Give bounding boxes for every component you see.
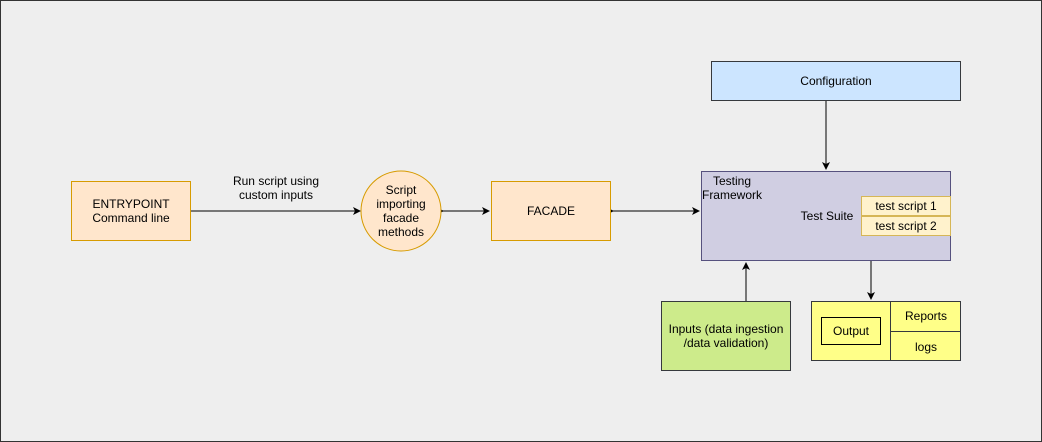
script-node-label: Script importing facade methods bbox=[361, 183, 441, 239]
run-script-edge-label: Run script using custom inputs bbox=[216, 174, 336, 202]
test-script-2[interactable]: test script 2 bbox=[861, 216, 951, 236]
facade-node[interactable]: FACADE bbox=[491, 181, 611, 241]
configuration-label: Configuration bbox=[800, 74, 872, 88]
testing-framework-title: Testing Framework bbox=[699, 174, 765, 202]
reports-logs-divider bbox=[891, 331, 961, 332]
script-label-line1: Script bbox=[385, 183, 417, 197]
reports-label: Reports bbox=[904, 309, 948, 323]
output-node[interactable]: Output bbox=[821, 317, 881, 345]
logs-node[interactable]: logs bbox=[891, 332, 961, 361]
test-script-1-label: test script 1 bbox=[875, 199, 937, 213]
framework-title-line2: Framework bbox=[701, 188, 762, 202]
entrypoint-label-line2: Command line bbox=[92, 211, 170, 225]
test-suite-label: Test Suite bbox=[800, 209, 854, 223]
test-script-2-label: test script 2 bbox=[875, 219, 937, 233]
run-script-label-line2: custom inputs bbox=[238, 188, 314, 202]
test-script-1[interactable]: test script 1 bbox=[861, 196, 951, 216]
framework-title-line1: Testing bbox=[712, 174, 752, 188]
script-circle[interactable] bbox=[360, 170, 442, 252]
logs-label: logs bbox=[914, 339, 937, 354]
inputs-node[interactable]: Inputs (data ingestion /data validation) bbox=[661, 301, 791, 371]
script-label-line3: facade bbox=[382, 211, 420, 225]
script-label-line4: methods bbox=[377, 225, 425, 239]
inputs-label-line2: /data validation) bbox=[683, 336, 769, 350]
reports-node[interactable]: Reports bbox=[891, 301, 961, 331]
entrypoint-label-line1: ENTRYPOINT bbox=[92, 197, 170, 211]
inputs-label-line1: Inputs (data ingestion bbox=[668, 322, 784, 336]
configuration-node[interactable]: Configuration bbox=[711, 61, 961, 101]
output-label: Output bbox=[832, 324, 870, 338]
entrypoint-node[interactable]: ENTRYPOINT Command line bbox=[71, 181, 191, 241]
facade-label: FACADE bbox=[526, 204, 575, 218]
output-divider bbox=[890, 301, 891, 361]
run-script-label-line1: Run script using bbox=[232, 174, 320, 188]
script-label-line2: importing bbox=[376, 197, 426, 211]
